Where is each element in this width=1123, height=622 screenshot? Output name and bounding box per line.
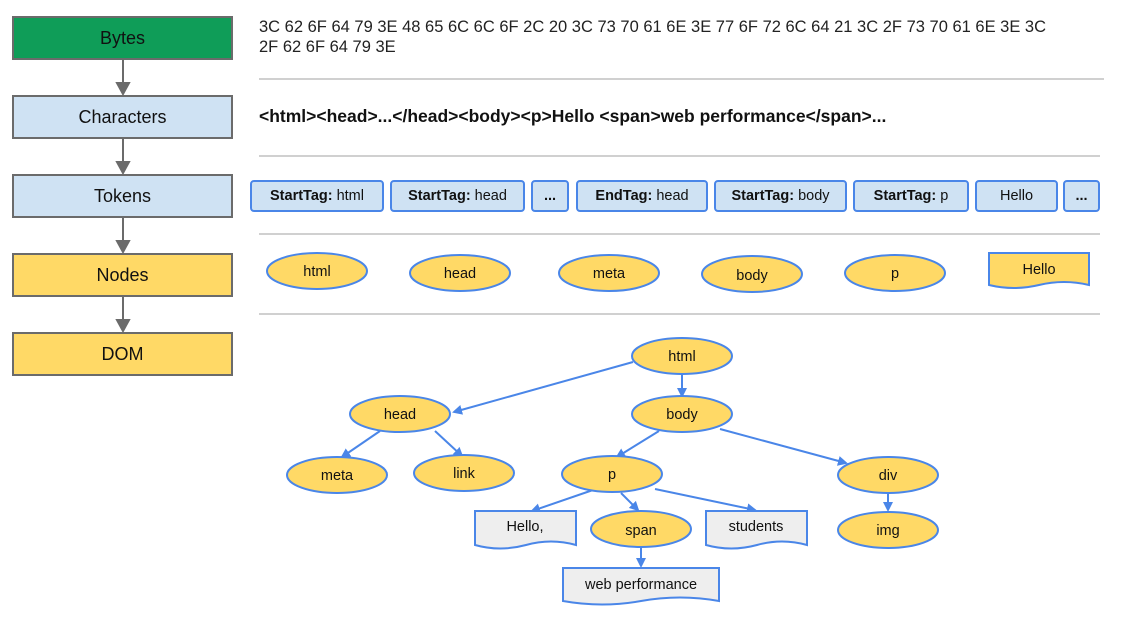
- token-starttag-html: StartTag:html: [250, 180, 384, 212]
- token-name: html: [336, 188, 364, 204]
- dom-img-label: img: [876, 523, 899, 539]
- arrow-head-2: [115, 161, 131, 176]
- separator-2: [259, 155, 1100, 157]
- node-hello: Hello: [988, 252, 1090, 289]
- token-name: p: [940, 188, 949, 204]
- dom-node-body: body: [631, 395, 733, 433]
- token-kind: StartTag:: [408, 188, 471, 204]
- dom-node-link: link: [413, 454, 515, 492]
- edge-body-div: [719, 428, 848, 466]
- edge-p-hello: [530, 489, 594, 514]
- node-html-label: html: [303, 264, 330, 280]
- edge-body-p: [615, 430, 660, 459]
- stage-dom: DOM: [12, 332, 233, 376]
- dom-edges: [340, 361, 893, 568]
- dom-node-web-performance: web performance: [562, 567, 720, 606]
- edge-html-head: [452, 361, 634, 415]
- dom-hello-label: Hello,: [506, 519, 543, 535]
- dom-students-label: students: [729, 519, 784, 535]
- dom-node-img: img: [837, 511, 939, 549]
- dom-meta-label: meta: [321, 468, 354, 484]
- dom-div-label: div: [879, 468, 898, 484]
- separator-4: [259, 313, 1100, 315]
- dom-p-label: p: [608, 467, 616, 483]
- dom-link-label: link: [453, 466, 476, 482]
- dom-span-label: span: [625, 523, 656, 539]
- dom-web-performance-label: web performance: [584, 577, 697, 593]
- token-starttag-p: StartTag:p: [853, 180, 969, 212]
- dom-head-label: head: [384, 407, 416, 423]
- dom-node-div: div: [837, 456, 939, 494]
- token-starttag-body: StartTag:body: [714, 180, 847, 212]
- dom-node-html: html: [631, 337, 733, 375]
- stage-characters: Characters: [12, 95, 233, 139]
- token-starttag-head: StartTag:head: [390, 180, 525, 212]
- node-html: html: [266, 252, 368, 290]
- nodes-row: html head meta body p Hello: [266, 252, 1090, 293]
- edge-head-link: [434, 430, 464, 458]
- edge-p-span: [620, 492, 640, 512]
- stage-nodes-label: Nodes: [96, 264, 149, 285]
- stage-tokens-label: Tokens: [93, 185, 152, 206]
- stage-bytes: Bytes: [12, 16, 233, 60]
- token-ellipsis-2: ...: [1063, 180, 1100, 212]
- node-hello-label: Hello: [1022, 262, 1055, 278]
- node-p-label: p: [891, 266, 899, 282]
- dom-body-label: body: [666, 407, 698, 423]
- separator-1: [259, 78, 1104, 80]
- node-body-label: body: [736, 268, 768, 284]
- token-name: head: [474, 188, 507, 204]
- node-meta: meta: [558, 254, 660, 292]
- token-kind: StartTag:: [270, 188, 333, 204]
- dom-node-p: p: [561, 455, 663, 493]
- dom-node-students: students: [705, 510, 808, 550]
- token-hello: Hello: [975, 180, 1058, 212]
- token-name: Hello: [999, 188, 1034, 204]
- node-head: head: [409, 254, 511, 292]
- characters-text: <html><head>...</head><body><p>Hello <sp…: [259, 106, 887, 126]
- token-ellipsis: ...: [531, 180, 569, 212]
- dom-node-hello: Hello,: [474, 510, 577, 550]
- dom-node-span: span: [590, 510, 692, 548]
- arrow-head-4: [115, 319, 131, 334]
- stage-bytes-label: Bytes: [99, 27, 146, 48]
- arrow-head-3: [115, 240, 131, 255]
- bytes-text: 3C 62 6F 64 79 3E 48 65 6C 6C 6F 2C 20 3…: [259, 18, 1047, 56]
- separator-3: [259, 233, 1100, 235]
- token-kind: StartTag:: [731, 188, 795, 204]
- token-endtag-head: EndTag:head: [576, 180, 708, 212]
- stage-characters-label: Characters: [78, 106, 167, 127]
- token-name: body: [798, 188, 830, 204]
- node-meta-label: meta: [593, 266, 626, 282]
- token-kind: EndTag:: [595, 188, 653, 204]
- dom-html-label: html: [668, 349, 695, 365]
- arrow-head-1: [115, 82, 131, 97]
- token-kind: StartTag:: [873, 188, 937, 204]
- dom-node-meta: meta: [286, 456, 388, 494]
- node-body: body: [701, 255, 803, 293]
- stage-tokens: Tokens: [12, 174, 233, 218]
- stage-dom-label: DOM: [101, 343, 144, 364]
- node-head-label: head: [444, 266, 476, 282]
- dom-node-head: head: [349, 395, 451, 433]
- token-name: head: [656, 188, 689, 204]
- token-kind: ...: [1075, 188, 1088, 204]
- edge-head-meta: [340, 430, 381, 459]
- node-p: p: [844, 254, 946, 292]
- edge-p-students: [654, 488, 757, 514]
- stage-nodes: Nodes: [12, 253, 233, 297]
- token-kind: ...: [543, 188, 557, 204]
